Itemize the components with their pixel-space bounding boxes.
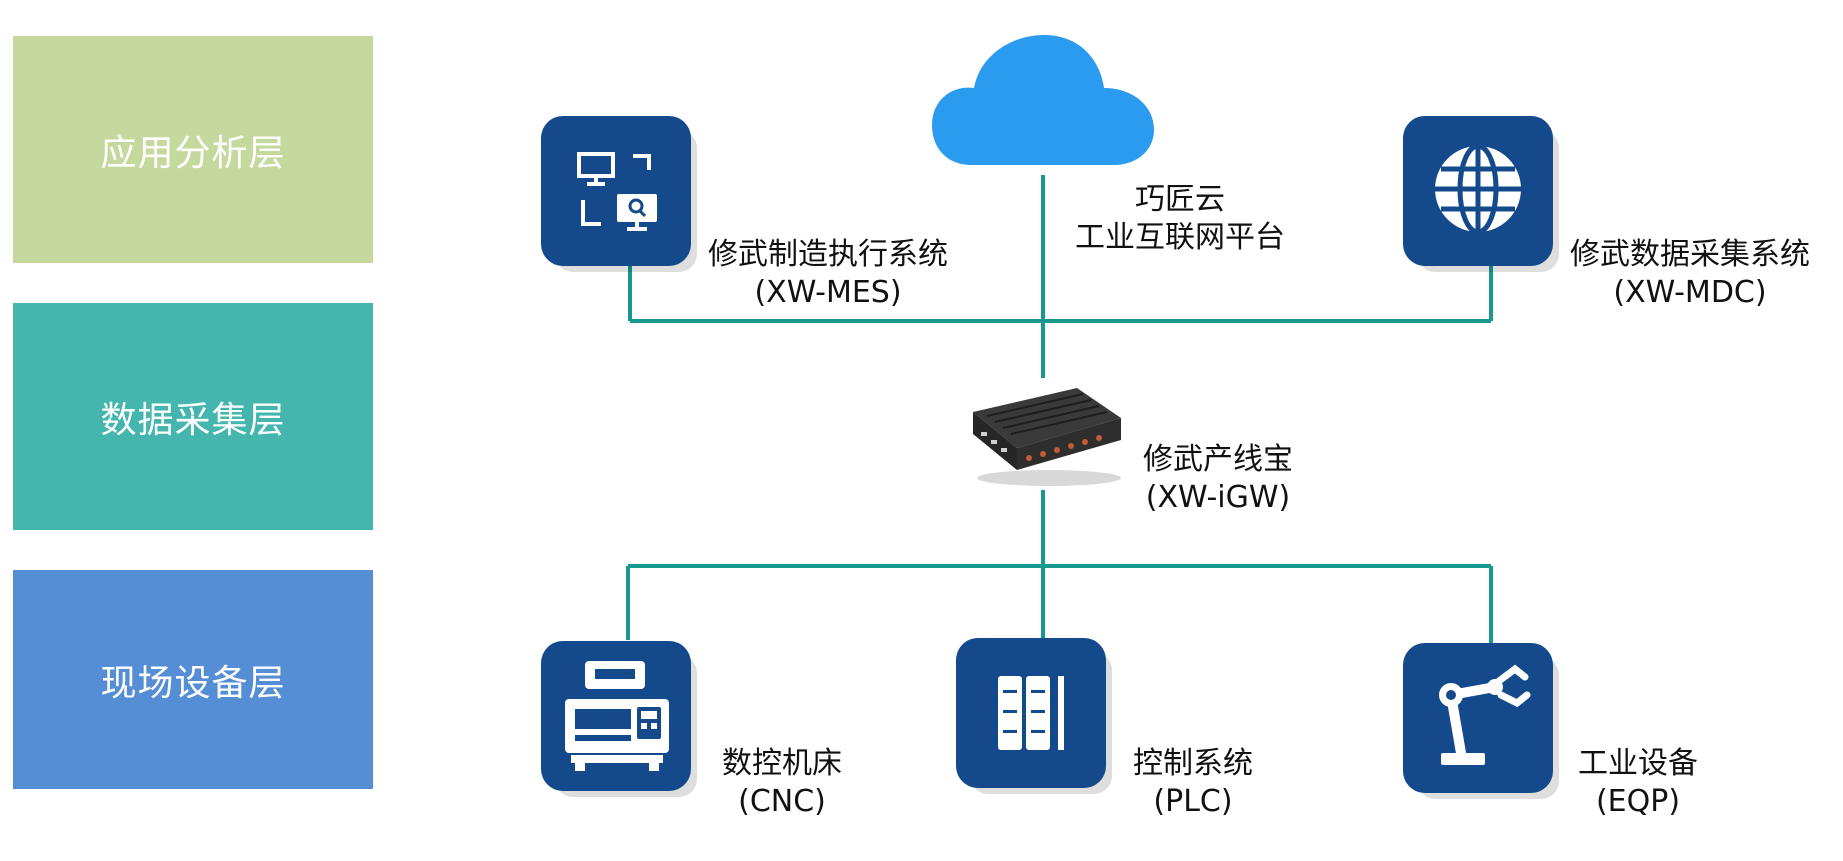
cnc-tile (541, 641, 691, 791)
gateway-name: 修武产线宝 (1143, 442, 1293, 477)
cloud-platform-label: 巧匠云 工业互联网平台 (1060, 181, 1300, 257)
mes-name: 修武制造执行系统 (708, 237, 948, 272)
cnc-label: 数控机床 (CNC) (722, 745, 842, 821)
gateway-code: (XW-iGW) (1145, 480, 1291, 515)
mdc-tile (1403, 116, 1553, 266)
eqp-tile (1403, 643, 1553, 793)
gateway-device-icon (973, 388, 1121, 486)
gateway-label: 修武产线宝 (XW-iGW) (1143, 441, 1293, 517)
globe-icon (1435, 143, 1521, 235)
robot-arm-icon (1439, 664, 1531, 765)
plc-tile (956, 638, 1106, 788)
cnc-machine-icon (565, 661, 669, 771)
eqp-name: 工业设备 (1578, 746, 1698, 781)
layer-field-equipment: 现场设备层 (13, 570, 373, 789)
plc-code: (PLC) (1153, 784, 1233, 819)
layer-application: 应用分析层 (13, 36, 373, 263)
plc-label: 控制系统 (PLC) (1133, 745, 1253, 821)
cloud-platform-subtitle: 工业互联网平台 (1075, 220, 1285, 255)
eqp-label: 工业设备 (EQP) (1578, 745, 1698, 821)
plc-cabinet-icon (998, 676, 1064, 750)
cloud-icon (932, 35, 1154, 165)
eqp-code: (EQP) (1595, 784, 1681, 819)
layer-data-collection-label: 数据采集层 (100, 399, 286, 441)
mdc-code: (XW-MDC) (1613, 275, 1767, 310)
cnc-name: 数控机床 (722, 746, 842, 781)
layer-application-label: 应用分析层 (100, 132, 286, 174)
mes-label: 修武制造执行系统 (XW-MES) (708, 236, 948, 312)
layer-field-equipment-label: 现场设备层 (100, 662, 286, 704)
mdc-label: 修武数据采集系统 (XW-MDC) (1570, 236, 1810, 312)
cnc-code: (CNC) (738, 784, 826, 819)
mdc-name: 修武数据采集系统 (1570, 237, 1810, 272)
cloud-platform-name: 巧匠云 (1135, 182, 1225, 217)
plc-name: 控制系统 (1133, 746, 1253, 781)
monitor-search-icon (577, 152, 657, 231)
mes-code: (XW-MES) (754, 275, 902, 310)
layer-data-collection: 数据采集层 (13, 303, 373, 530)
mes-tile (541, 116, 691, 266)
